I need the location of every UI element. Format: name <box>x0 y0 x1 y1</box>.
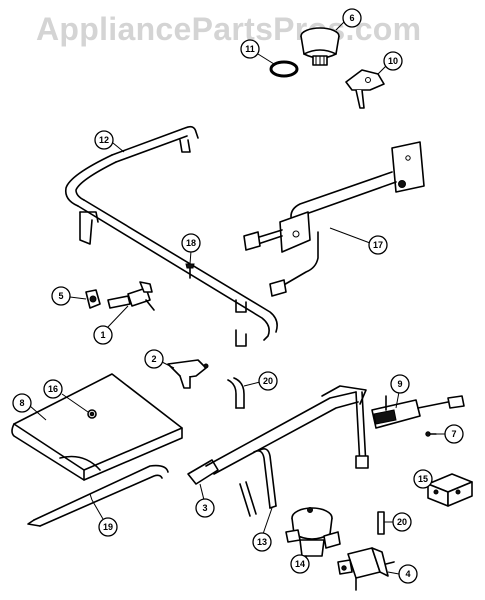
svg-text:16: 16 <box>48 384 58 394</box>
part-11-o-ring <box>269 60 299 78</box>
callout-20-upper: 20 <box>258 371 278 391</box>
callout-9: 9 <box>390 374 410 394</box>
callout-7: 7 <box>444 424 464 444</box>
svg-text:2: 2 <box>151 354 156 364</box>
svg-text:14: 14 <box>295 559 305 569</box>
callout-4: 4 <box>398 564 418 584</box>
part-7-screw <box>425 431 437 437</box>
callout-13: 13 <box>252 532 272 552</box>
svg-text:20: 20 <box>397 517 407 527</box>
svg-text:3: 3 <box>202 503 207 513</box>
part-2-bracket <box>167 359 209 389</box>
svg-text:17: 17 <box>373 240 383 250</box>
callout-20-lower: 20 <box>392 512 412 532</box>
part-3-burner-tube <box>187 385 369 485</box>
svg-text:13: 13 <box>257 537 267 547</box>
svg-text:7: 7 <box>451 429 456 439</box>
part-20-tube-upper <box>227 377 245 409</box>
svg-text:20: 20 <box>263 376 273 386</box>
svg-text:11: 11 <box>245 44 255 54</box>
callout-3: 3 <box>195 498 215 518</box>
callout-10: 10 <box>383 51 403 71</box>
callout-14: 14 <box>290 554 310 574</box>
svg-text:5: 5 <box>58 291 63 301</box>
svg-text:9: 9 <box>397 379 402 389</box>
svg-text:10: 10 <box>388 56 398 66</box>
callout-1: 1 <box>93 325 113 345</box>
svg-text:8: 8 <box>19 398 24 408</box>
callout-11: 11 <box>240 39 260 59</box>
callout-12: 12 <box>94 130 114 150</box>
part-13-flex-tube <box>239 448 277 517</box>
part-14-regulator-valve <box>285 507 341 565</box>
svg-text:6: 6 <box>349 13 354 23</box>
part-9-igniter <box>371 395 465 429</box>
callout-18: 18 <box>181 233 201 253</box>
callout-19: 19 <box>98 517 118 537</box>
part-1-valve <box>107 281 155 311</box>
callout-5: 5 <box>51 286 71 306</box>
svg-text:4: 4 <box>405 569 410 579</box>
part-19-strap <box>27 464 169 527</box>
part-18-screw <box>185 263 195 279</box>
callout-2: 2 <box>144 349 164 369</box>
svg-text:19: 19 <box>103 522 113 532</box>
part-17-manifold <box>243 141 425 297</box>
svg-text:12: 12 <box>99 135 109 145</box>
svg-text:18: 18 <box>186 238 196 248</box>
part-6-regulator <box>300 27 340 66</box>
callout-8: 8 <box>12 393 32 413</box>
svg-text:1: 1 <box>100 330 105 340</box>
part-15-terminal-block <box>427 473 473 507</box>
part-20-sleeve-lower <box>377 511 385 535</box>
part-4-valve <box>337 547 395 591</box>
part-8-heat-shield <box>11 373 183 481</box>
callout-6: 6 <box>342 8 362 28</box>
callout-15: 15 <box>413 469 433 489</box>
part-5-clamp <box>85 289 101 309</box>
watermark-text: AppliancePartsPros.com <box>36 11 421 47</box>
callout-17: 17 <box>368 235 388 255</box>
part-12-burner-frame <box>64 125 278 347</box>
leader-lines <box>29 21 446 575</box>
part-10-bracket <box>345 69 385 109</box>
callout-16: 16 <box>43 379 63 399</box>
svg-text:15: 15 <box>418 474 428 484</box>
